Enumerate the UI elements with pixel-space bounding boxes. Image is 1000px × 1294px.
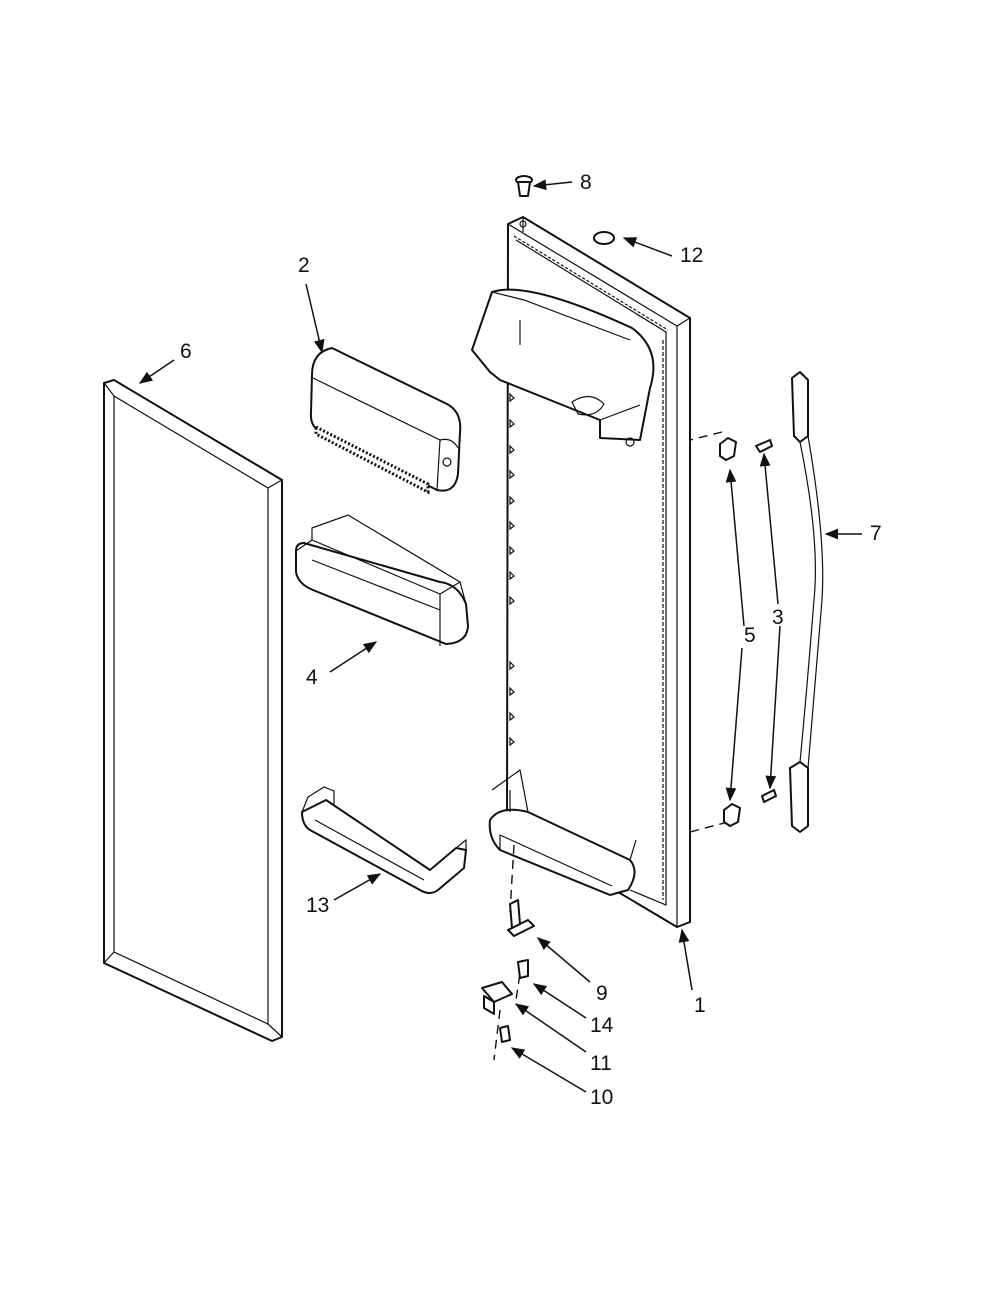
- shelf-rail: [301, 786, 467, 894]
- callout-10: 10: [590, 1086, 613, 1109]
- door-assembly: [471, 216, 691, 928]
- hinge-pin-top: [515, 175, 533, 197]
- door-gasket: [103, 379, 283, 1042]
- lower-hinge-hardware: [481, 844, 535, 1061]
- callout-13: 13: [306, 894, 329, 917]
- callout-7: 7: [870, 522, 882, 545]
- callout-9: 9: [596, 982, 608, 1005]
- handle-clips: [719, 437, 777, 827]
- callout-1: 1: [694, 994, 706, 1017]
- door-bin: [295, 514, 469, 646]
- callout-5: 5: [744, 624, 756, 647]
- callout-labels: 8 12 2 6 7 4 5 3 13 1 9 14 11 10: [180, 171, 882, 1109]
- callout-11: 11: [590, 1052, 612, 1075]
- door-handle: [689, 371, 824, 833]
- callout-6: 6: [180, 340, 192, 363]
- hole-plug: [593, 231, 615, 245]
- callout-4: 4: [306, 666, 318, 689]
- callout-12: 12: [680, 244, 703, 267]
- leader-arrows: [138, 179, 862, 1093]
- callout-14: 14: [590, 1014, 614, 1037]
- dispenser-bin: [309, 347, 462, 495]
- callout-8: 8: [580, 171, 592, 194]
- callout-2: 2: [298, 254, 310, 277]
- callout-3: 3: [772, 606, 784, 629]
